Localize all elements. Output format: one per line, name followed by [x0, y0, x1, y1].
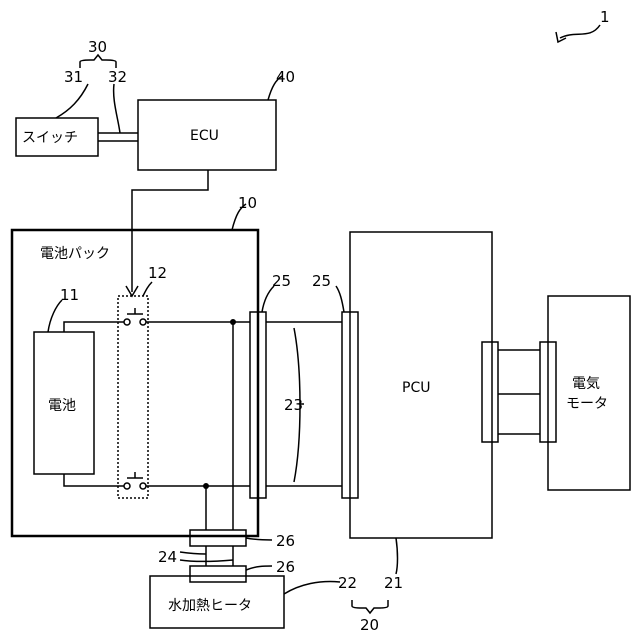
heater-label: 水加熱ヒータ: [168, 598, 252, 614]
relay-top-contact-right: [140, 319, 146, 325]
motor-box: [548, 296, 630, 490]
upper-wire-left: [64, 322, 124, 332]
pcu-label: PCU: [402, 380, 430, 396]
ref-25b: 25: [312, 272, 331, 290]
ref-21: 21: [384, 574, 403, 592]
ref-24: 24: [158, 548, 177, 566]
ecu-label: ECU: [190, 128, 219, 144]
junction-dot-upper: [230, 319, 236, 325]
ref-10: 10: [238, 194, 257, 212]
leader-25b: [336, 286, 344, 312]
ref-23: 23: [284, 396, 303, 414]
connector-26-top: [190, 530, 246, 546]
motor-label-line2: モータ: [566, 396, 608, 412]
motor-label-line1: 電気: [572, 376, 600, 392]
figure-leader-line: [560, 25, 600, 38]
junction-dot-lower: [203, 483, 209, 489]
switch-label: スイッチ: [22, 130, 78, 146]
relay-bottom-contact-left: [124, 483, 130, 489]
leader-22: [284, 582, 340, 595]
leader-26b: [246, 566, 272, 570]
relay-bottom-contact-right: [140, 483, 146, 489]
ref-20: 20: [360, 616, 379, 634]
battery-pack-label: 電池パック: [40, 246, 110, 262]
relay-top-arm: [127, 308, 143, 314]
lower-wire-left: [64, 474, 124, 486]
ref-26a: 26: [276, 532, 295, 550]
bracket-20: [352, 600, 388, 613]
battery-pack-box: [12, 230, 258, 536]
relay-box: [118, 296, 148, 498]
ref-31: 31: [64, 68, 83, 86]
leader-12: [143, 282, 152, 296]
ref-25a: 25: [272, 272, 291, 290]
leader-21: [396, 538, 398, 574]
battery-label: 電池: [48, 398, 76, 414]
leader-26a: [246, 538, 272, 540]
ref-12: 12: [148, 264, 167, 282]
ref-11: 11: [60, 286, 79, 304]
leader-11: [48, 300, 62, 332]
leader-32: [114, 84, 120, 133]
ref-32: 32: [108, 68, 127, 86]
leader-31: [56, 84, 88, 118]
relay-top-contact-left: [124, 319, 130, 325]
ref-22: 22: [338, 574, 357, 592]
connector-26-bottom: [190, 566, 246, 582]
figure-number: 1: [600, 8, 610, 26]
ref-40: 40: [276, 68, 295, 86]
relay-bottom-arm: [127, 472, 143, 478]
connector-pcu-motor-1: [482, 342, 498, 442]
bracket-30: [80, 55, 116, 68]
ref-26b: 26: [276, 558, 295, 576]
ref-30: 30: [88, 38, 107, 56]
